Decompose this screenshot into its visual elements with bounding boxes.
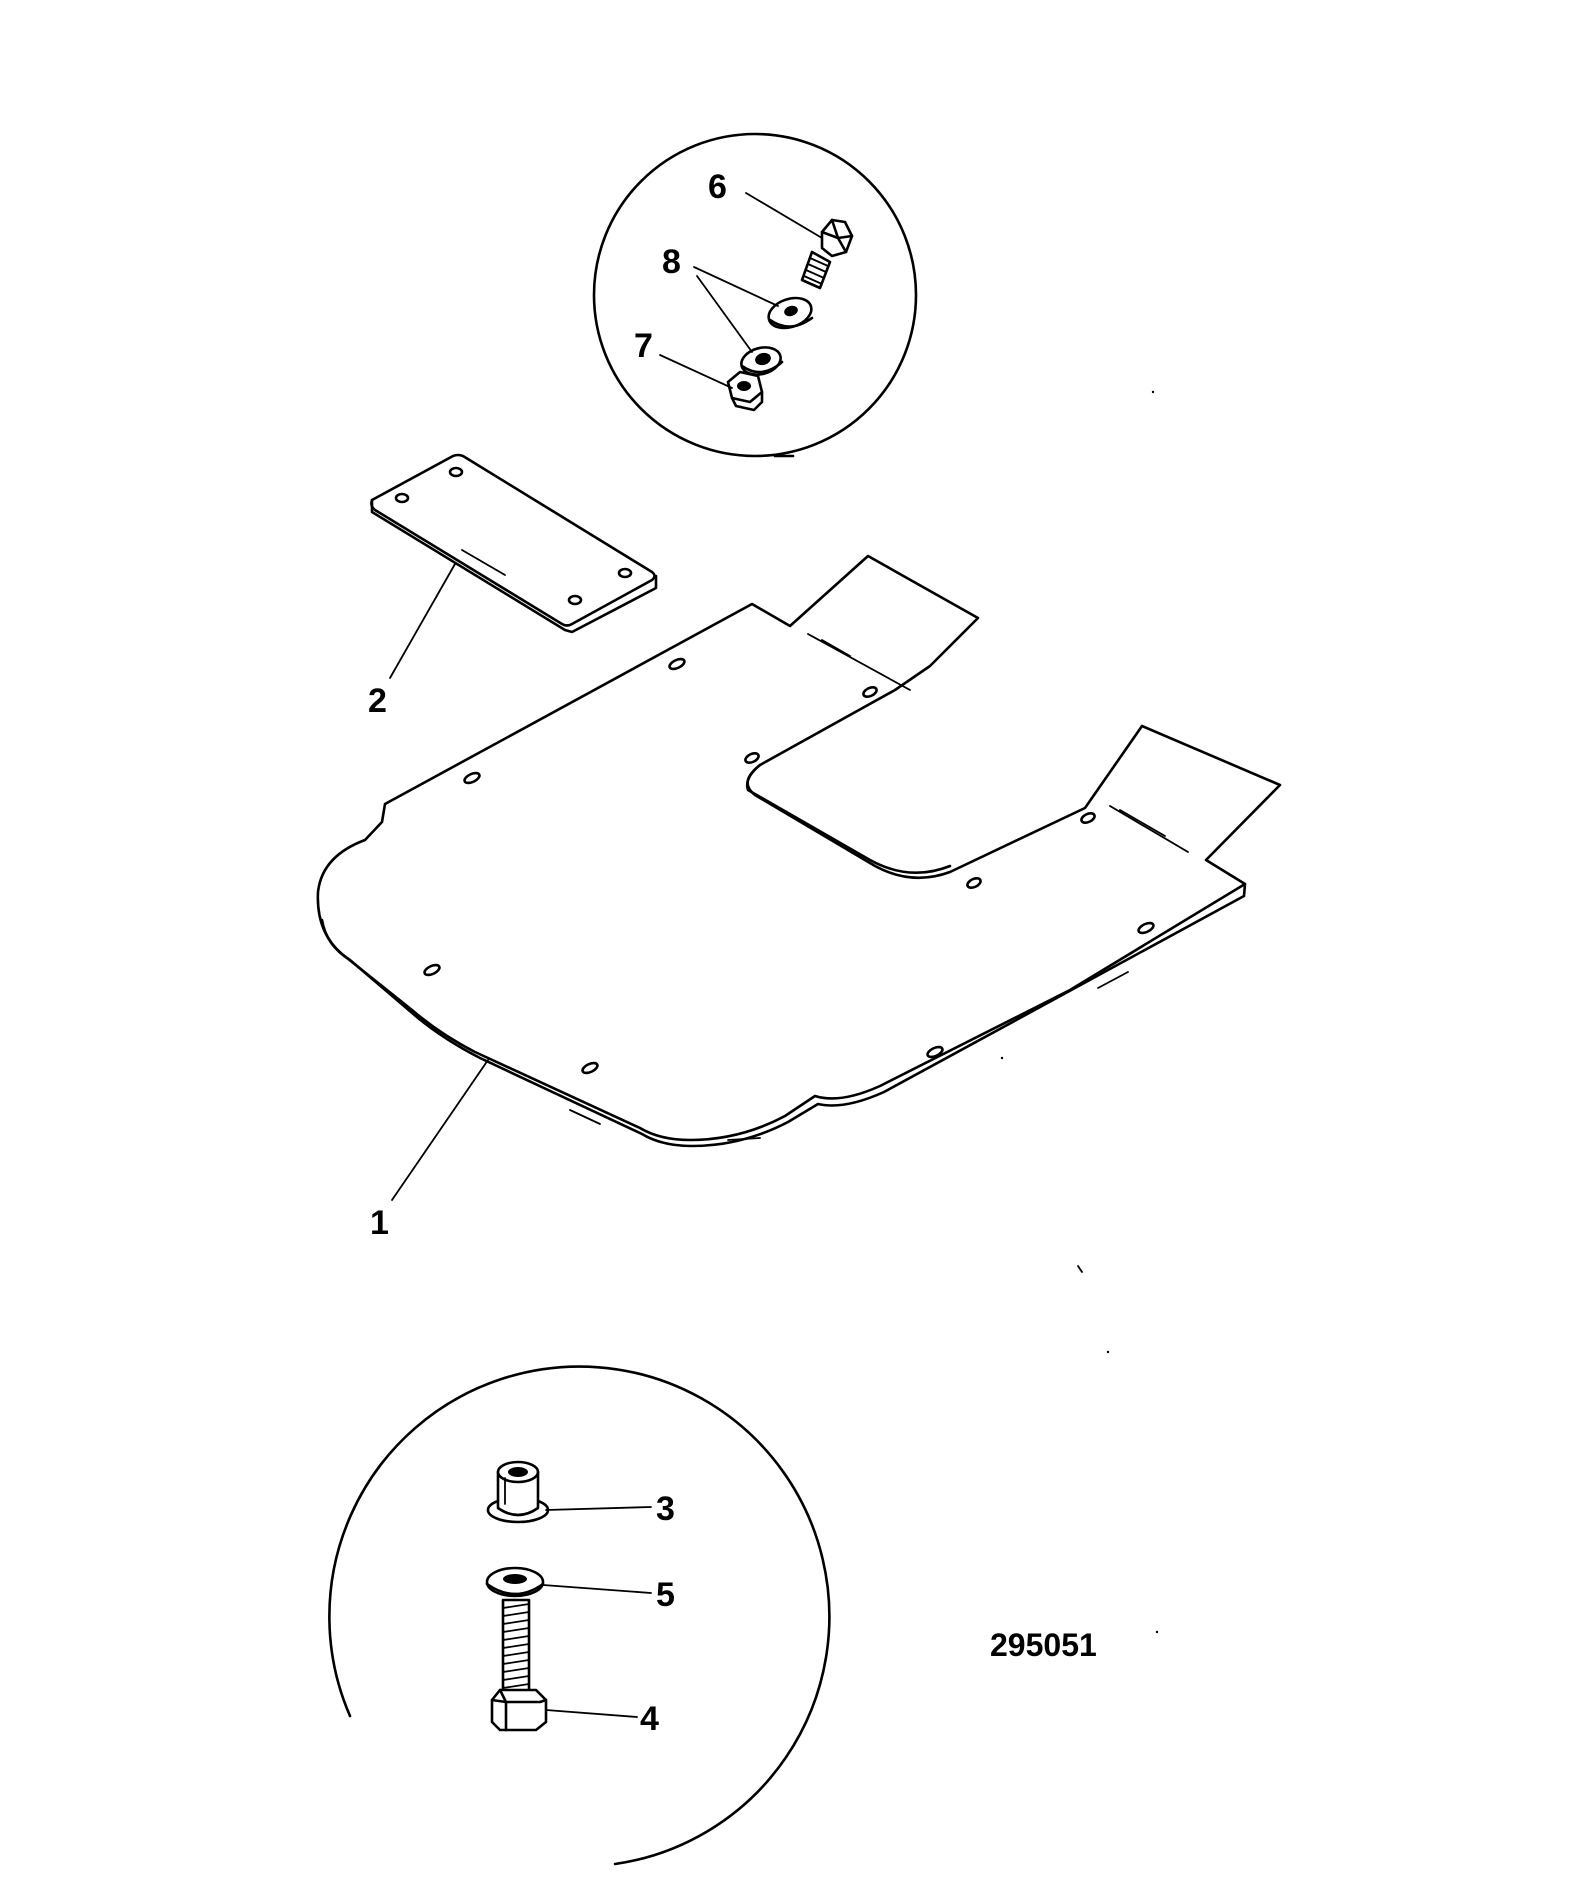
washer-part-8-upper — [767, 296, 814, 330]
leader-line-8b — [696, 275, 753, 353]
leader-line-4 — [545, 1709, 638, 1718]
top-detail-circle — [592, 132, 918, 458]
washer-part-5 — [485, 1566, 545, 1598]
leader-line-2 — [389, 563, 456, 679]
callout-8: 8 — [662, 243, 681, 281]
callout-6: 6 — [708, 168, 727, 206]
main-plate-part-1: 1 — [316, 554, 1282, 1242]
nut-part-7 — [726, 370, 764, 412]
leader-line-6 — [745, 192, 823, 239]
callout-2: 2 — [368, 682, 387, 720]
leader-line-1 — [391, 1059, 489, 1201]
callout-1: 1 — [370, 1204, 389, 1242]
leader-line-7 — [659, 354, 733, 389]
bolt-part-6 — [800, 218, 854, 290]
callout-4: 4 — [640, 1700, 659, 1738]
leader-line-3 — [545, 1506, 652, 1511]
bolt-part-4 — [490, 1598, 548, 1732]
plate-part-2: 2 — [368, 453, 658, 720]
insert-nut-part-3 — [486, 1460, 550, 1524]
bottom-detail-circle — [328, 1365, 831, 1866]
callout-5: 5 — [656, 1576, 675, 1614]
drawing-reference-number: 295051 — [990, 1627, 1097, 1663]
callout-3: 3 — [656, 1490, 675, 1528]
leader-line-5 — [542, 1584, 652, 1594]
washer-part-8-lower — [740, 346, 784, 376]
stray-marks — [1000, 390, 1159, 1634]
top-detail-view: 6 8 7 — [592, 132, 918, 458]
leader-line-8a — [693, 266, 779, 307]
bottom-detail-view: 3 5 4 — [328, 1365, 831, 1866]
callout-7: 7 — [634, 327, 653, 365]
